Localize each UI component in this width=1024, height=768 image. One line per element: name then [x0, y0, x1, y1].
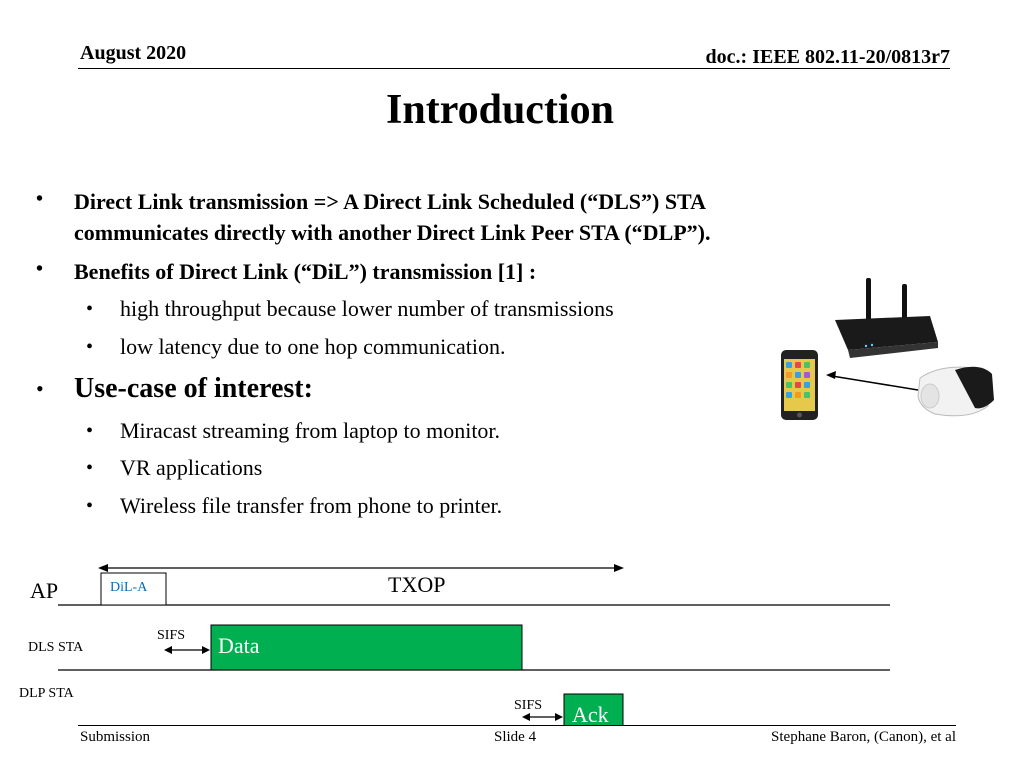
usecase-heading: Use-case of interest: — [74, 373, 313, 404]
usecase-item: Miracast streaming from laptop to monito… — [120, 418, 501, 443]
bullet-direct-link: Direct Link transmission => A Direct Lin… — [74, 189, 711, 245]
sifs-label: SIFS — [157, 628, 186, 643]
header-doc-id: doc.: IEEE 802.11-20/0813r7 — [705, 46, 950, 68]
usecase-item: Wireless file transfer from phone to pri… — [120, 493, 503, 518]
bullet-dot: • — [36, 258, 44, 280]
sifs-label: SIFS — [514, 698, 543, 713]
sub-bullet-dot: • — [86, 336, 94, 358]
dil-a-label: DiL-A — [110, 580, 148, 595]
sub-bullet-dot: • — [86, 420, 94, 442]
data-frame — [210, 624, 523, 671]
vr-headset-icon — [917, 366, 994, 417]
usecase-item: VR applications — [120, 455, 263, 480]
timing-diagram — [58, 564, 890, 725]
link-arrow — [831, 375, 919, 391]
bullet-benefits: Benefits of Direct Link (“DiL”) transmis… — [74, 259, 537, 284]
slide-title: Introduction — [386, 87, 614, 133]
router-icon — [835, 278, 938, 358]
footer-author: Stephane Baron, (Canon), et al — [771, 729, 956, 745]
ap-label: AP — [30, 578, 59, 603]
data-label: Data — [218, 633, 260, 658]
smartphone-icon — [781, 350, 818, 420]
device-illustration — [781, 278, 994, 420]
footer-submission: Submission — [80, 729, 151, 745]
txop-label: TXOP — [388, 572, 446, 597]
bullet-dot: • — [36, 188, 44, 210]
sub-bullet-dot: • — [86, 495, 94, 517]
dls-sta-label: DLS STA — [28, 640, 84, 655]
sub-bullet-dot: • — [86, 298, 94, 320]
footer-slide-number: Slide 4 — [494, 729, 537, 745]
benefit-item: high throughput because lower number of … — [120, 296, 614, 321]
dil-a-frame — [100, 572, 167, 606]
footer-rule — [78, 725, 956, 726]
dlp-sta-label: DLP STA — [19, 686, 74, 701]
ack-frame — [563, 693, 624, 725]
header-rule — [78, 68, 950, 69]
bullet-dot: • — [36, 376, 44, 401]
sub-bullet-dot: • — [86, 457, 94, 479]
header-date: August 2020 — [80, 42, 187, 64]
ack-label: Ack — [572, 702, 609, 727]
benefit-item: low latency due to one hop communication… — [120, 334, 506, 359]
